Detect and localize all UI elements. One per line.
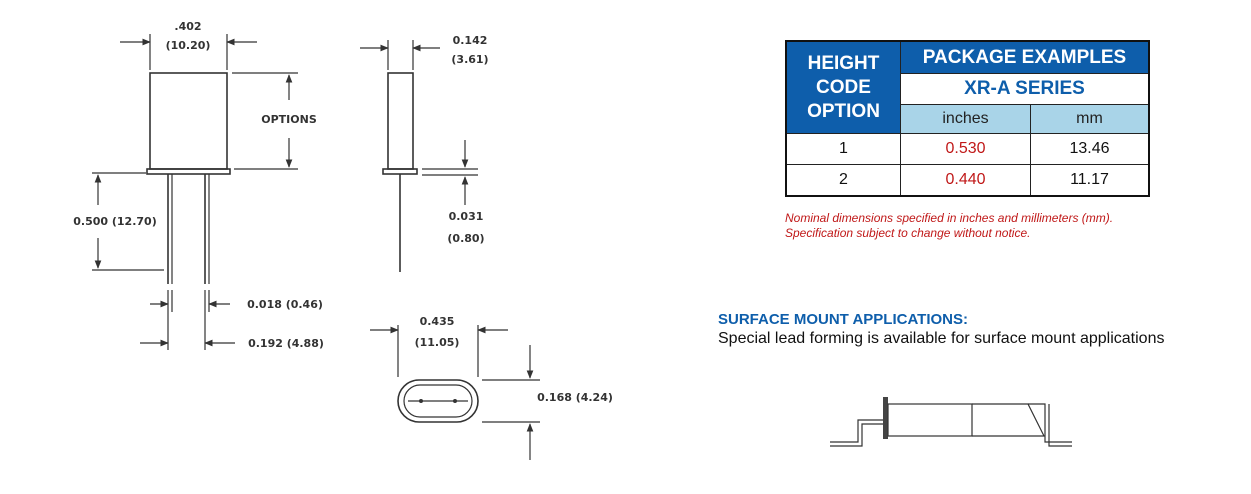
side-body [387,72,414,170]
surface-mount-title: SURFACE MOUNT APPLICATIONS: [718,311,968,328]
lead-length-label: 0.500 (12.70) [73,215,156,228]
standoff-mm-label: (0.80) [447,232,484,245]
unit-inches: inches [900,104,1031,134]
pin-hole-right [453,399,457,403]
standoff-in-label: 0.031 [449,210,484,223]
pin-hole-left [419,399,423,403]
row-inches: 0.530 [900,133,1031,165]
lead-spacing-label: 0.192 (4.88) [248,337,324,350]
crystal-base [146,168,231,175]
bottom-length-in-label: 0.435 [420,315,455,328]
series-header: XR-A SERIES [900,73,1150,105]
package-examples-table: HEIGHT CODE OPTION PACKAGE EXAMPLES XR-A… [785,40,1150,197]
width-mm-label: (10.20) [166,39,211,52]
unit-mm: mm [1030,104,1150,134]
row-mm: 11.17 [1030,164,1150,197]
dimension-notes: Nominal dimensions specified in inches a… [785,211,1113,241]
bottom-view: 0.435 (11.05) 0.168 (4.24) [370,315,613,460]
smt-body [887,403,973,437]
package-examples-header: PACKAGE EXAMPLES [900,40,1150,74]
bottom-length-mm-label: (11.05) [415,336,460,349]
side-view: 0.142 (3.61) 0.031 (0.80) [360,34,489,272]
header-line-3: OPTION [807,100,880,122]
bottom-outline-inner [403,384,473,418]
row-code: 1 [785,133,901,165]
row-inches: 0.440 [900,164,1031,197]
bottom-outline-outer [397,379,479,423]
thickness-in-label: 0.142 [453,34,488,47]
lead-diameter-label: 0.018 (0.46) [247,298,323,311]
row-mm: 13.46 [1030,133,1150,165]
table-row: 1 0.530 13.46 [785,133,1150,165]
table-row: 2 0.440 11.17 [785,164,1150,197]
header-line-2: CODE [816,76,871,98]
crystal-body [149,72,228,170]
smt-body-end [972,403,1045,437]
front-view: .402 (10.20) OPTIONS 0.500 (12.70) 0.018… [73,20,324,350]
height-code-option-header: HEIGHT CODE OPTION [785,40,901,134]
row-code: 2 [785,164,901,197]
note-line-2: Specification subject to change without … [785,226,1031,240]
smt-flange [883,397,888,439]
width-in-label: .402 [174,20,201,33]
bottom-width-label: 0.168 (4.24) [537,391,613,404]
surface-mount-sketch [830,397,1072,447]
side-base [382,168,418,175]
thickness-mm-label: (3.61) [451,53,488,66]
options-label: OPTIONS [261,113,317,126]
header-line-1: HEIGHT [807,52,880,74]
surface-mount-description: Special lead forming is available for su… [718,330,1165,347]
note-line-1: Nominal dimensions specified in inches a… [785,211,1114,225]
